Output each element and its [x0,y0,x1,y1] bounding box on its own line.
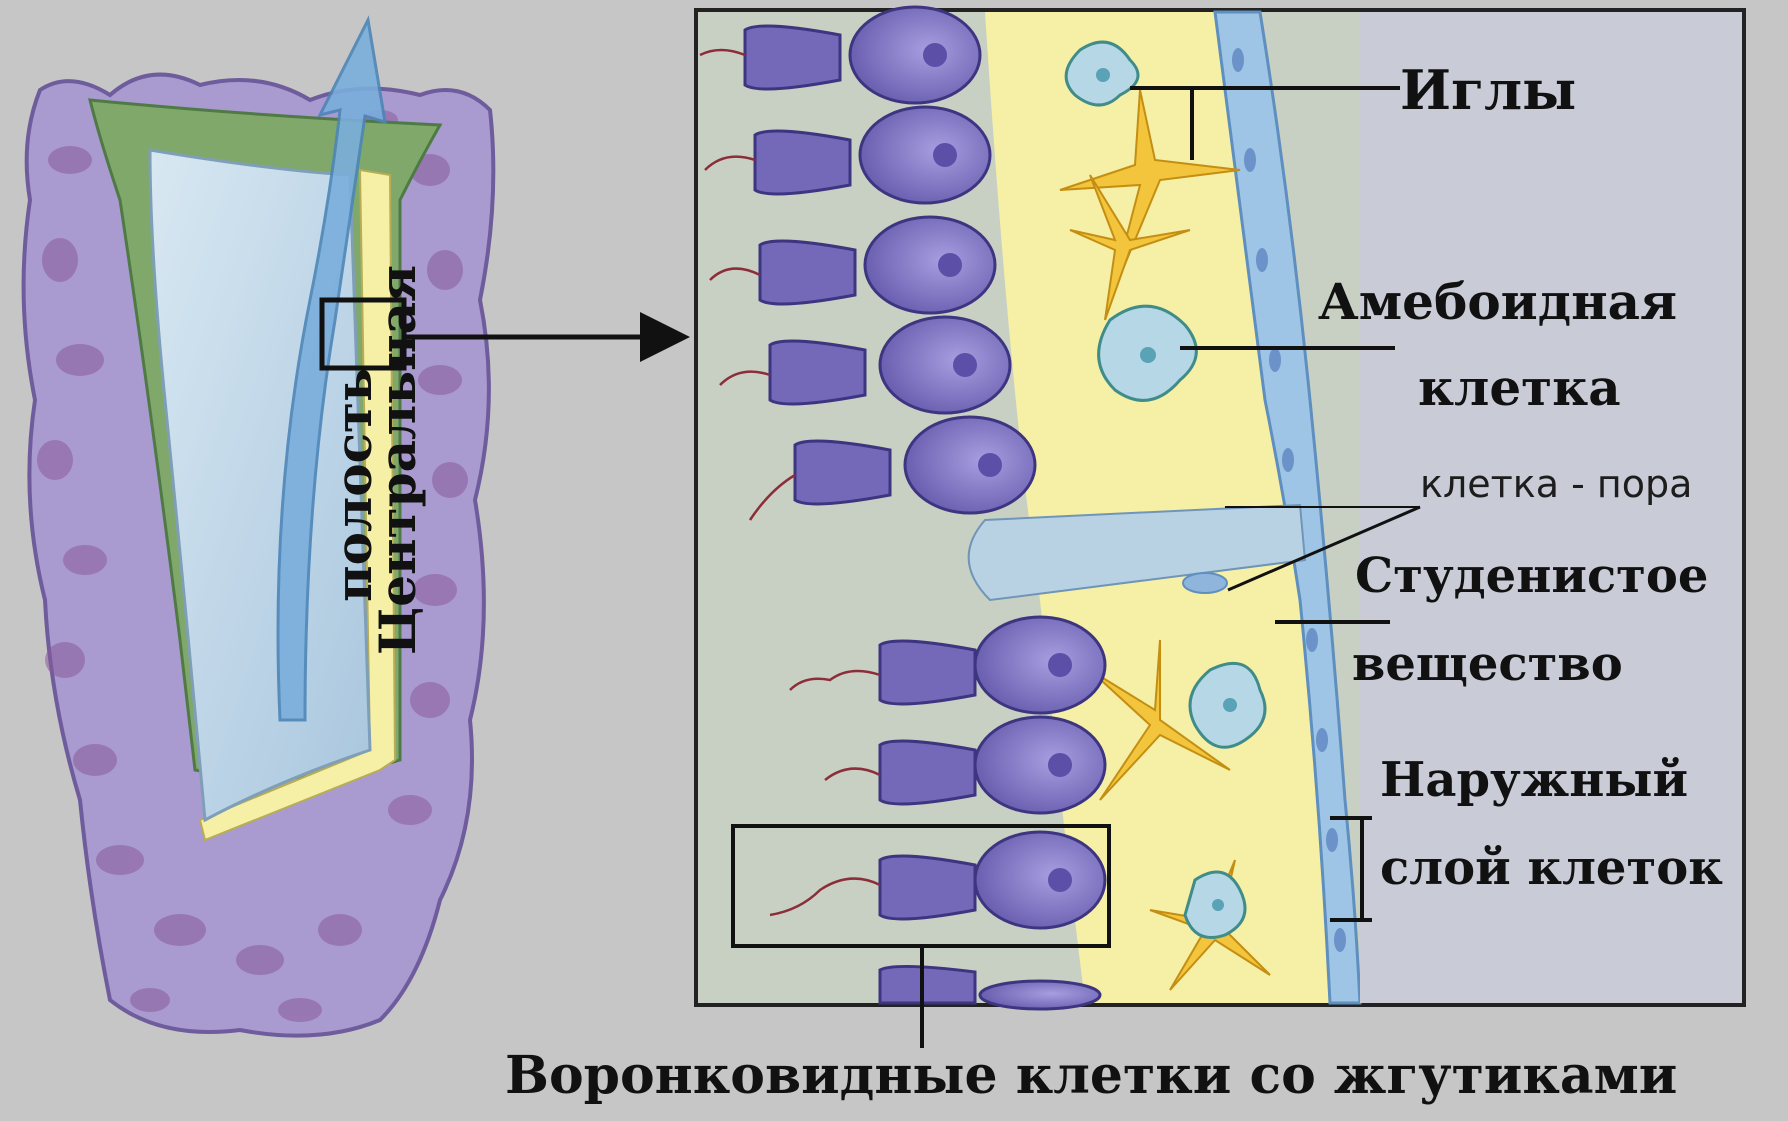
zoom-arrow-head [640,312,690,362]
amoeboid-label-line1: Амебоидная [1318,272,1677,331]
mesohyl-label-line1: Студенистое [1355,548,1708,604]
mesohyl-label-line2: вещество [1352,636,1623,692]
outer-layer-label-line2: слой клеток [1380,840,1723,896]
spicules-label: Иглы [1400,58,1576,122]
choanocytes-label: Воронковидные клетки со жгутиками [505,1045,1677,1106]
central-cavity-label-2: полость [326,205,386,765]
amoeboid-label-line2: клетка [1418,358,1621,417]
pore-cell-label: клетка - пора [1420,462,1692,506]
outer-layer-label-line1: Наружный [1380,752,1688,808]
central-cavity-line2: полость [326,205,382,765]
